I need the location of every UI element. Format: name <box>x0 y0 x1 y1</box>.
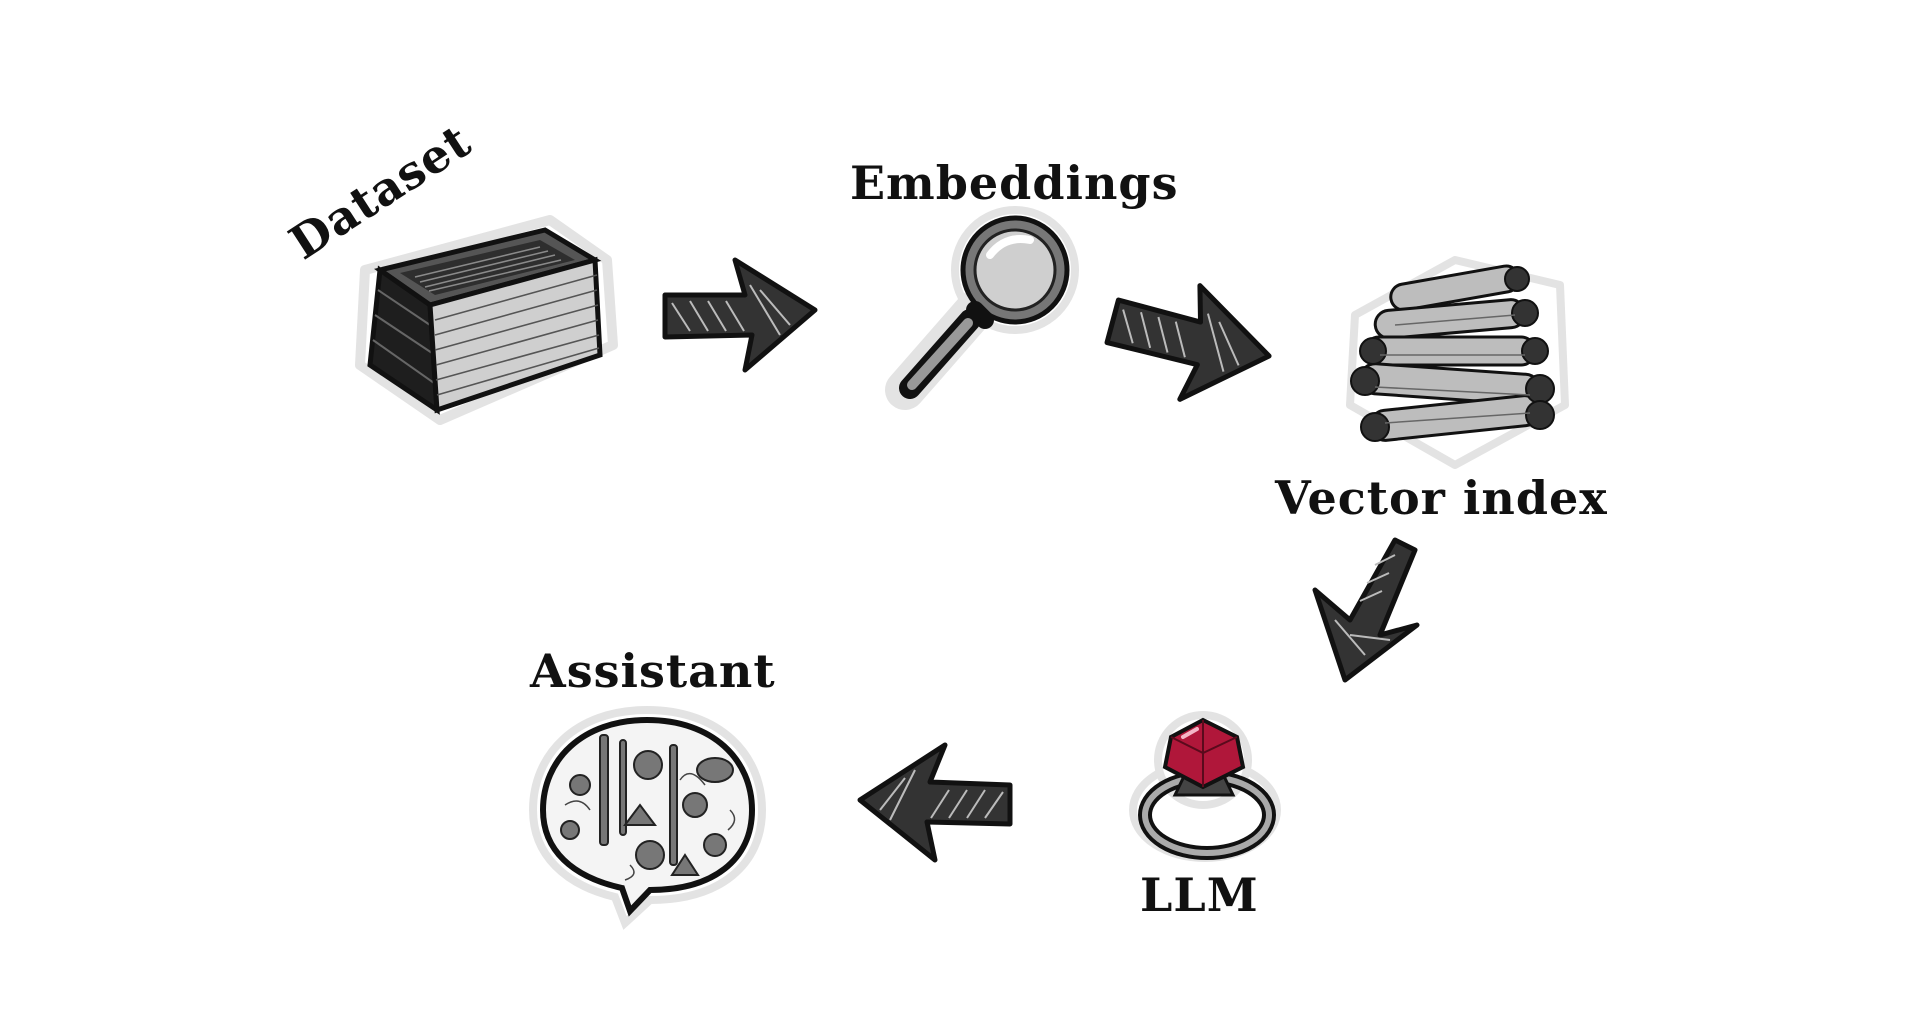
magnifying-glass-icon <box>885 206 1080 410</box>
speech-bubble-icon <box>528 705 767 930</box>
llm-label: LLM <box>1140 868 1259 922</box>
ring-icon <box>1125 711 1290 865</box>
arrow-right-icon <box>660 255 820 375</box>
vector-index-label: Vector index <box>1275 471 1608 525</box>
arrow-down-icon <box>1305 535 1425 685</box>
book-icon <box>345 215 620 430</box>
arrow-right-icon <box>1104 280 1275 405</box>
arrow-left-icon <box>855 740 1015 865</box>
assistant-label: Assistant <box>530 644 776 698</box>
scrolls-icon <box>1335 255 1575 470</box>
embeddings-label: Embeddings <box>850 156 1179 210</box>
